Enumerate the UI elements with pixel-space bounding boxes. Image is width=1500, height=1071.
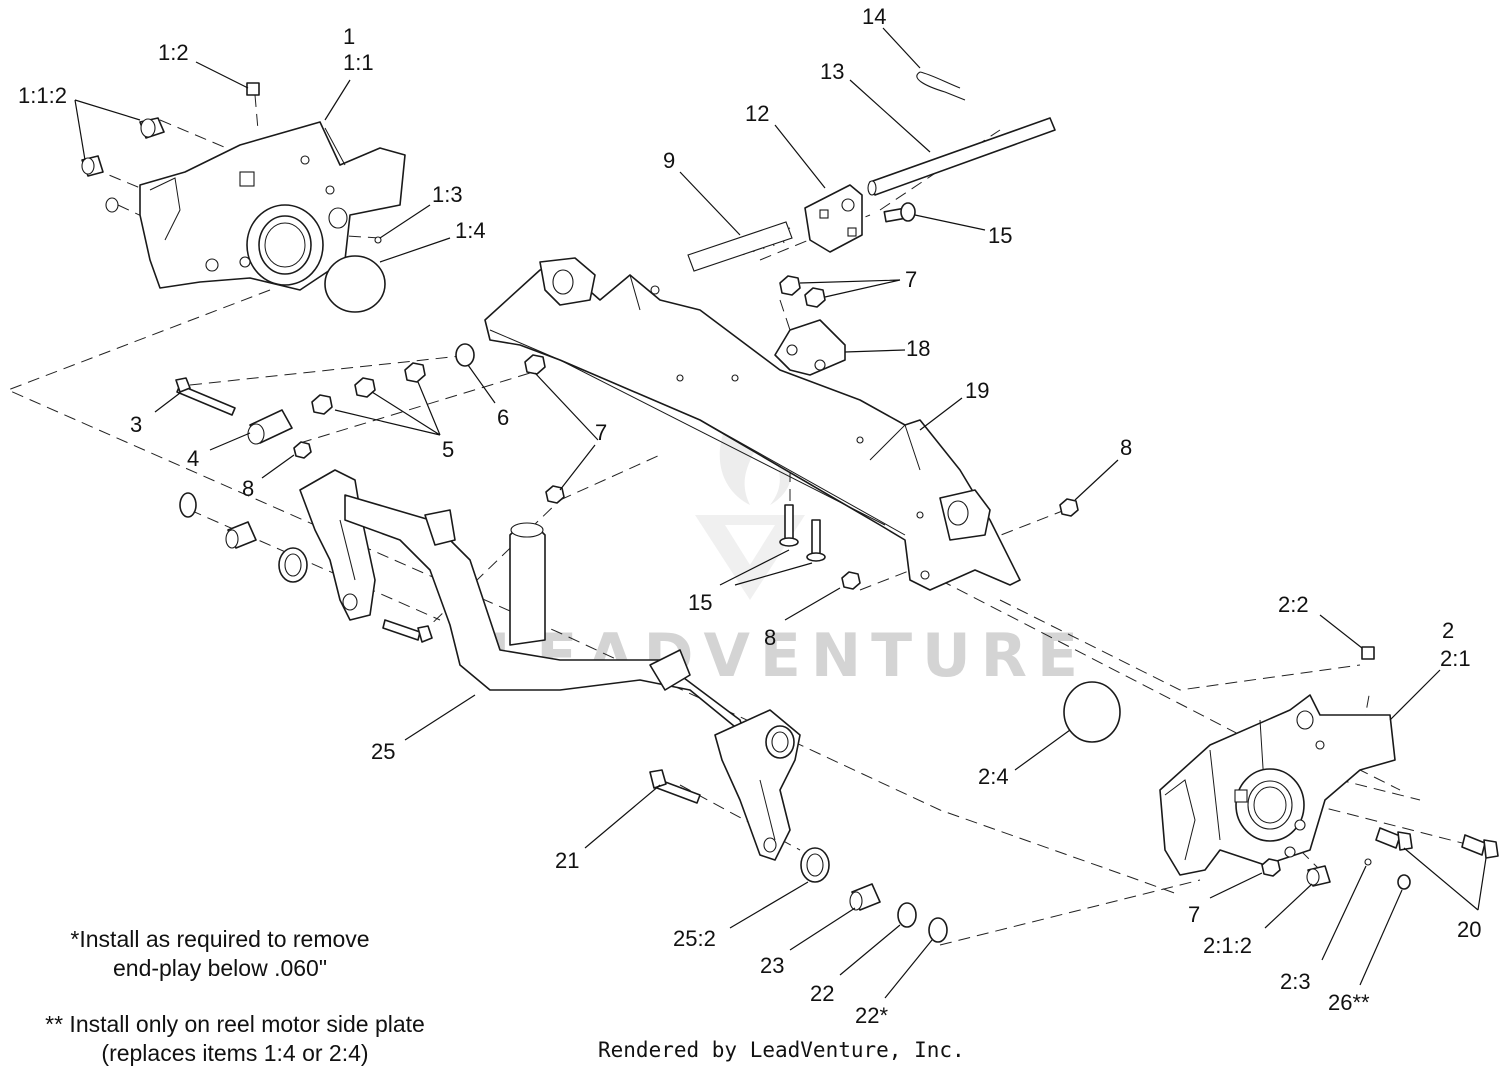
callout-7-top: 7: [905, 267, 917, 292]
fitting-2-2: [1361, 646, 1375, 660]
bushing-1-1-2: [81, 117, 165, 213]
callout-22-star: 22*: [855, 1003, 888, 1028]
nut-8-low: [841, 571, 861, 590]
callout-4: 4: [187, 446, 199, 471]
pin-13: [867, 117, 1056, 196]
callout-1: 1: [343, 24, 355, 49]
callout-19: 19: [965, 378, 989, 403]
callout-2-1-2: 2:1:2: [1203, 933, 1252, 958]
yoke-25: [299, 469, 801, 861]
bolt-21: [649, 769, 701, 804]
note-reel-motor-line1: ** Install only on reel motor side plate: [45, 1011, 425, 1037]
callout-25-2: 25:2: [673, 926, 716, 951]
callout-2-4: 2:4: [978, 764, 1009, 789]
washer-6: [455, 343, 475, 367]
bolt-yoke-lower: [382, 619, 433, 643]
callout-18: 18: [906, 336, 930, 361]
spacer-left: [225, 521, 257, 549]
callout-2-2: 2:2: [1278, 592, 1309, 617]
callout-3: 3: [130, 412, 142, 437]
callout-2: 2: [1442, 618, 1454, 643]
note-endplay-line2: end-play below .060": [112, 955, 328, 981]
fitting-1-2: [246, 82, 260, 96]
callout-22: 22: [810, 981, 834, 1006]
callout-1-2: 1:2: [158, 40, 189, 65]
note-reel-motor-line2: (replaces items 1:4 or 2:4): [101, 1040, 369, 1066]
callout-1-1: 1:1: [343, 50, 374, 75]
right-side-plate: [1159, 694, 1396, 876]
callout-7-mid: 7: [595, 420, 607, 445]
washer-left: [179, 492, 197, 518]
spacer-23: [849, 883, 881, 911]
callout-5: 5: [442, 437, 454, 462]
bolt-3: [175, 377, 236, 416]
spring-9: [687, 221, 793, 272]
callout-25: 25: [371, 739, 395, 764]
main-frame-19: [484, 257, 1021, 591]
nut-7-right: [1261, 858, 1281, 877]
leader-lines: [74, 27, 1487, 999]
callout-1-1-2: 1:1:2: [18, 83, 67, 108]
nut-8-left: [293, 441, 312, 459]
note-reel-motor: ** Install only on reel motor side plate…: [5, 1010, 465, 1068]
render-credit: Rendered by LeadVenture, Inc.: [598, 1038, 965, 1062]
nuts-5: [311, 362, 426, 415]
hairpin-14: [916, 71, 966, 101]
callout-labels: 1 1:1 1:2 1:1:2 1:3 1:4 14 13 12 9 15 7 …: [18, 4, 1481, 1028]
washer-22: [897, 902, 917, 928]
callout-15-bottom: 15: [688, 590, 712, 615]
bushing-25-2: [800, 847, 830, 883]
callout-1-3: 1:3: [432, 182, 463, 207]
pin-1-3: [374, 236, 382, 244]
fitting-26: [1397, 874, 1411, 890]
callout-9: 9: [663, 148, 675, 173]
callout-2-1: 2:1: [1440, 646, 1471, 671]
callout-6: 6: [497, 405, 509, 430]
o-ring-2-4: [1063, 681, 1121, 743]
callout-13: 13: [820, 59, 844, 84]
callout-8-left: 8: [242, 476, 254, 501]
callout-8-low: 8: [764, 625, 776, 650]
callout-26: 26**: [1328, 990, 1370, 1015]
callout-15-top: 15: [988, 223, 1012, 248]
callout-14: 14: [862, 4, 886, 29]
nut-7-low: [545, 485, 565, 504]
callout-21: 21: [555, 848, 579, 873]
nut-7-mid: [524, 354, 546, 375]
note-endplay-line1: *Install as required to remove: [70, 926, 370, 952]
washer-22-optional: [928, 917, 948, 943]
bolts-20: [1375, 827, 1499, 859]
pin-2-3: [1364, 858, 1372, 866]
left-side-plate: [139, 121, 406, 291]
callout-8-right: 8: [1120, 435, 1132, 460]
bracket-18: [774, 319, 846, 376]
callout-1-4: 1:4: [455, 218, 486, 243]
bolt-15-top: [883, 202, 916, 223]
callout-2-3: 2:3: [1280, 969, 1311, 994]
spacer-4: [247, 409, 293, 445]
callout-20: 20: [1457, 917, 1481, 942]
bolts-15-vertical: [779, 504, 826, 562]
bushing-2-1-2: [1306, 865, 1331, 887]
callout-7-right: 7: [1188, 902, 1200, 927]
callout-23: 23: [760, 953, 784, 978]
note-endplay: *Install as required to remove end-play …: [20, 925, 420, 983]
o-ring-1-4: [324, 255, 386, 313]
nuts-7-top: [779, 275, 826, 308]
bushing-left: [278, 547, 308, 583]
callout-12: 12: [745, 101, 769, 126]
nut-8-right: [1059, 498, 1079, 517]
bracket-12: [804, 184, 863, 253]
